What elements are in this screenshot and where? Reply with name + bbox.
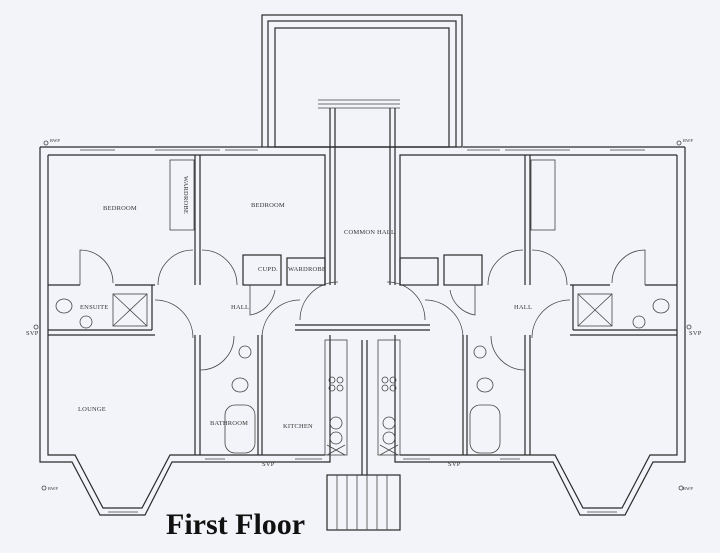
room-label-common-hall: COMMON HALL — [344, 229, 396, 236]
room-label-hall: HALL — [514, 304, 533, 311]
rwp-label: RWP — [50, 138, 61, 143]
room-label-lounge: LOUNGE — [78, 406, 106, 413]
rwp-label: RWP — [683, 486, 694, 491]
svp-label: SVP — [689, 330, 702, 337]
rwp-label: RWP — [683, 138, 694, 143]
room-label-bedroom: BEDROOM — [103, 205, 137, 212]
room-label-wardrobe: WARDROBE — [288, 266, 327, 273]
svp-label: SVP — [448, 461, 461, 468]
room-label-bedroom: BEDROOM — [251, 202, 285, 209]
room-label-hall: HALL — [231, 304, 250, 311]
rwp-label: RWP — [48, 486, 59, 491]
left-flat — [33, 140, 348, 516]
svp-label: SVP — [26, 330, 39, 337]
stair-tower — [261, 14, 463, 148]
floor-title: First Floor — [166, 508, 306, 541]
room-label-bathroom: BATHROOM — [210, 420, 249, 427]
svp-label: SVP — [262, 461, 275, 468]
front-stairs — [326, 340, 401, 531]
room-label-cupboard: CUPD. — [258, 266, 278, 273]
room-label-kitchen: KITCHEN — [283, 423, 313, 430]
room-label-ensuite: ENSUITE — [80, 304, 109, 311]
common-hall-walls — [295, 108, 430, 331]
room-label-wardrobe: WARDROBE — [182, 176, 189, 215]
right-flat — [377, 140, 692, 516]
